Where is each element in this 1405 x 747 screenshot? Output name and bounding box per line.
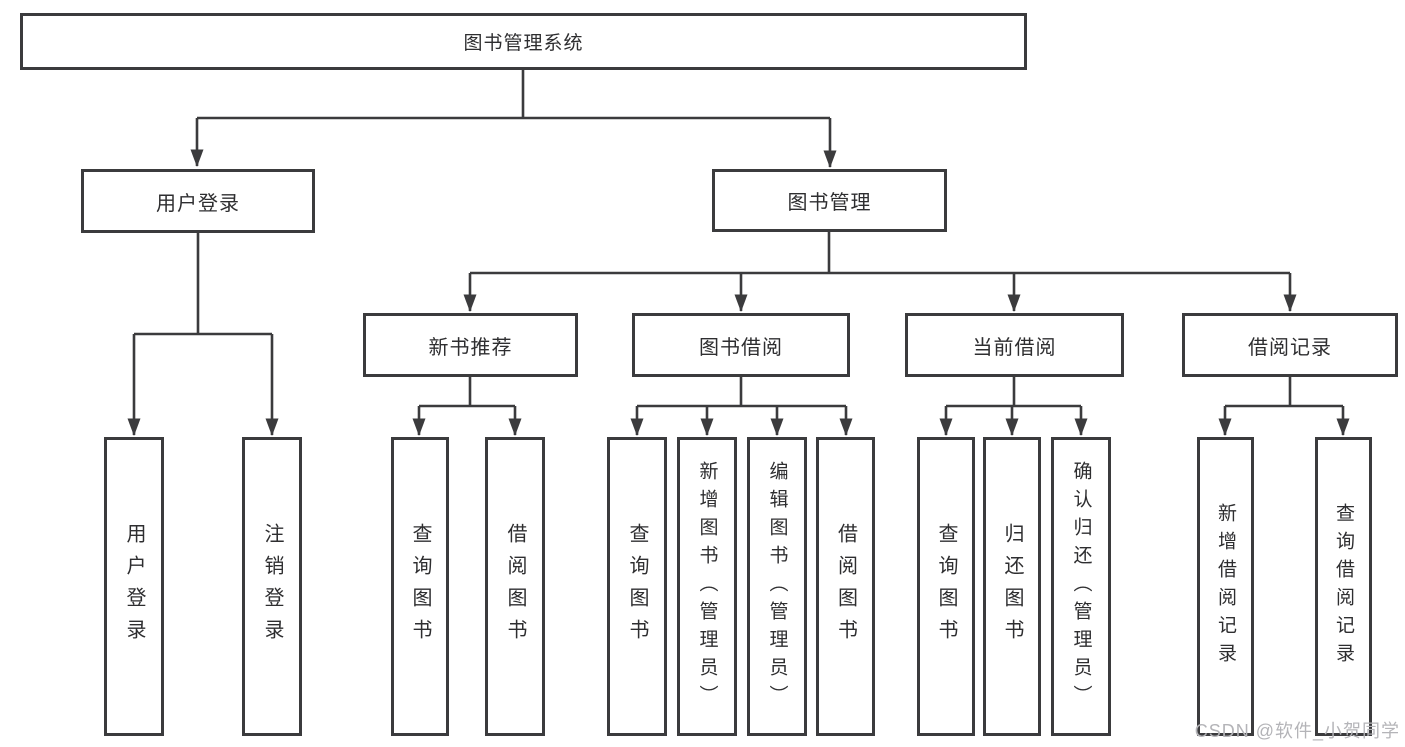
node-label: 查询图书 <box>409 522 431 651</box>
connector-mgmt-bar <box>470 232 1290 275</box>
node-borrow-record: 借阅记录 <box>1182 313 1398 377</box>
node-book-borrow: 图书借阅 <box>632 313 850 377</box>
leaf-query-book-newbook: 查询图书 <box>391 437 449 736</box>
node-library-management-system: 图书管理系统 <box>20 13 1027 70</box>
leaf-user-login: 用户登录 <box>104 437 164 736</box>
node-label: 查询借阅记录 <box>1333 502 1354 671</box>
leaf-query-book-current: 查询图书 <box>917 437 975 736</box>
leaf-logout: 注销登录 <box>242 437 302 736</box>
node-label: 借阅图书 <box>504 522 526 651</box>
connector-current-bar <box>946 377 1081 408</box>
node-label: 借阅记录 <box>1248 336 1332 359</box>
node-label: 图书管理系统 <box>463 33 584 54</box>
node-book-management: 图书管理 <box>712 169 947 232</box>
node-label: 编辑图书（管理员） <box>766 460 788 713</box>
leaf-query-borrow-record: 查询借阅记录 <box>1315 437 1372 736</box>
leaf-add-book-admin: 新增图书（管理员） <box>677 437 737 736</box>
node-label: 当前借阅 <box>972 336 1057 359</box>
leaf-edit-book-admin: 编辑图书（管理员） <box>747 437 807 736</box>
connector-newbook-bar <box>419 377 515 408</box>
csdn-watermark: CSDN @软件_小贺同学 <box>1194 721 1400 741</box>
leaf-borrow-book-newbook: 借阅图书 <box>485 437 545 736</box>
node-label: 图书管理 <box>787 192 872 214</box>
connector-borrow-bar <box>637 377 846 408</box>
node-current-borrow: 当前借阅 <box>905 313 1124 377</box>
node-label: 借阅图书 <box>834 522 857 651</box>
node-label: 新增图书（管理员） <box>696 460 718 713</box>
node-label: 归还图书 <box>1001 522 1023 651</box>
node-new-book-recommend: 新书推荐 <box>363 313 578 377</box>
node-label: 用户登录 <box>156 192 240 215</box>
connector-login-bar <box>134 233 272 336</box>
node-label: 用户登录 <box>123 522 145 651</box>
leaf-confirm-return-admin: 确认归还（管理员） <box>1051 437 1111 736</box>
node-label: 图书借阅 <box>699 336 783 359</box>
leaf-add-borrow-record: 新增借阅记录 <box>1197 437 1254 736</box>
node-label: 新书推荐 <box>428 336 513 359</box>
node-label: 查询图书 <box>935 522 957 651</box>
node-user-login: 用户登录 <box>81 169 315 233</box>
node-label: 确认归还（管理员） <box>1070 460 1092 713</box>
node-label: 新增借阅记录 <box>1215 502 1236 671</box>
connector-root-bar <box>197 70 830 120</box>
leaf-query-book-borrow: 查询图书 <box>607 437 667 736</box>
leaf-return-book: 归还图书 <box>983 437 1041 736</box>
connector-record-bar <box>1225 377 1343 408</box>
leaf-borrow-book-borrow: 借阅图书 <box>816 437 875 736</box>
node-label: 注销登录 <box>261 522 283 651</box>
node-label: 查询图书 <box>626 522 648 651</box>
